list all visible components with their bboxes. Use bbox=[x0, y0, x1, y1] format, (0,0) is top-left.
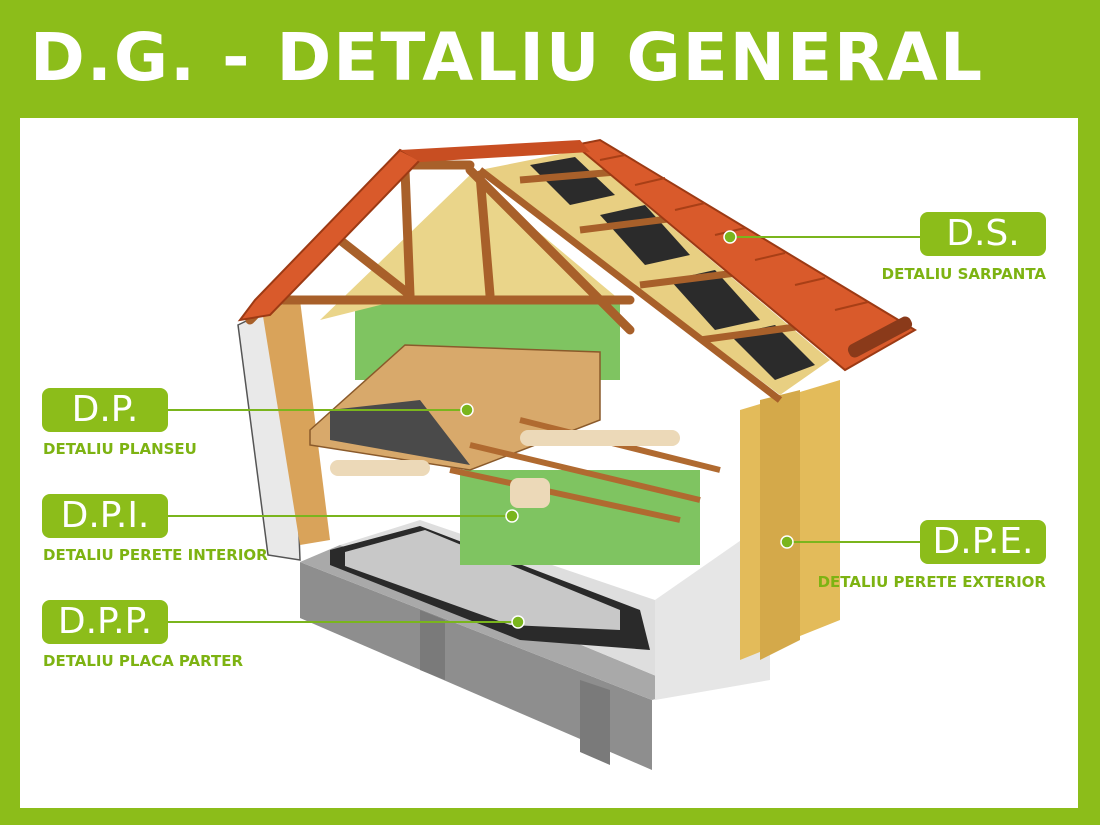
ridge-tiles bbox=[400, 140, 590, 162]
detail-caption-dp: DETALIU PLANSEU bbox=[43, 440, 197, 458]
roof-tiles bbox=[572, 138, 917, 372]
detail-caption-ds: DETALIU SARPANTA bbox=[881, 265, 1046, 283]
detail-tag-dpe[interactable]: D.P.E. bbox=[920, 520, 1046, 564]
detail-caption-dpi: DETALIU PERETE INTERIOR bbox=[43, 546, 268, 564]
service-pipes bbox=[330, 430, 680, 508]
foundation-footing bbox=[580, 680, 610, 765]
detail-tag-ds[interactable]: D.S. bbox=[920, 212, 1046, 256]
page-title: D.G. - DETALIU GENERAL bbox=[30, 19, 985, 96]
marker-dp bbox=[460, 403, 474, 417]
right-wall-panel bbox=[760, 390, 800, 660]
detail-caption-dpe: DETALIU PERETE EXTERIOR bbox=[817, 573, 1046, 591]
detail-caption-dpp: DETALIU PLACA PARTER bbox=[43, 652, 244, 670]
floor-layers bbox=[330, 400, 470, 465]
detail-tag-dp[interactable]: D.P. bbox=[42, 388, 168, 432]
roof-membrane-strips bbox=[530, 157, 815, 380]
marker-dpi bbox=[505, 509, 519, 523]
detail-tag-dpi[interactable]: D.P.I. bbox=[42, 494, 168, 538]
gutter bbox=[847, 316, 913, 358]
left-wall-frame bbox=[262, 300, 330, 545]
marker-dpe bbox=[780, 535, 794, 549]
marker-ds bbox=[723, 230, 737, 244]
foundation-footing bbox=[420, 610, 445, 680]
foundation-slab bbox=[300, 562, 652, 770]
roof-tile-courses bbox=[599, 154, 869, 311]
detail-tag-dpp[interactable]: D.P.P. bbox=[42, 600, 168, 644]
ground-slab-screed bbox=[345, 530, 620, 630]
marker-dpp bbox=[511, 615, 525, 629]
